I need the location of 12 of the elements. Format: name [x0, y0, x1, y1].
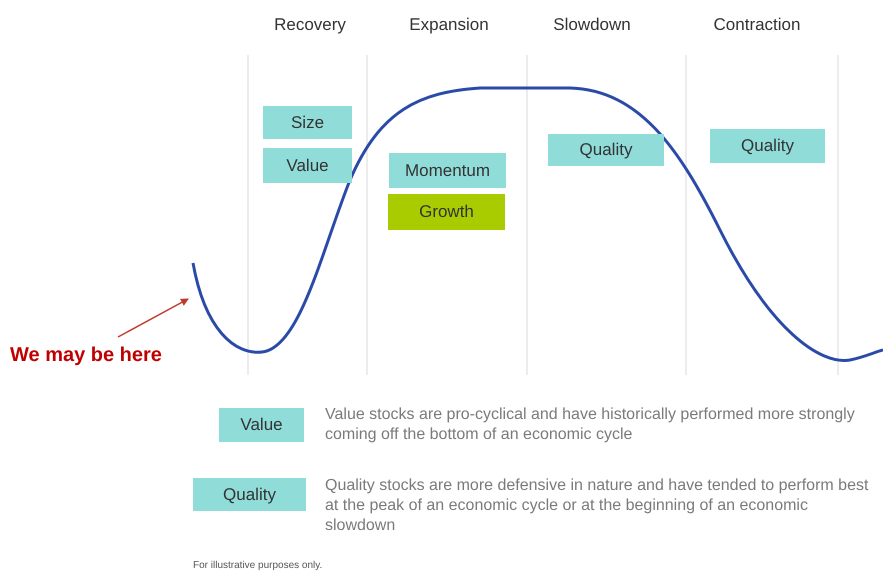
footnote: For illustrative purposes only. — [193, 560, 322, 571]
factor-box: Value — [219, 408, 304, 442]
phase-heading: Recovery — [274, 15, 346, 35]
description-text: Value stocks are pro-cyclical and have historically performed more strongly coming off the bottom of an economic cycle — [325, 405, 856, 445]
factor-box: Quality — [193, 478, 306, 511]
cycle-curve — [192, 86, 883, 362]
description-text: Quality stocks are more defensive in nature and have tended to perform best at the peak of an economic cycle or at the beginning of an economic slowdown — [325, 476, 870, 536]
phase-heading: Slowdown — [553, 15, 631, 35]
phase-heading: Expansion — [409, 15, 489, 35]
callout-text: We may be here — [10, 344, 162, 367]
phase-heading: Contraction — [714, 15, 800, 35]
leader-arrow — [118, 298, 189, 338]
